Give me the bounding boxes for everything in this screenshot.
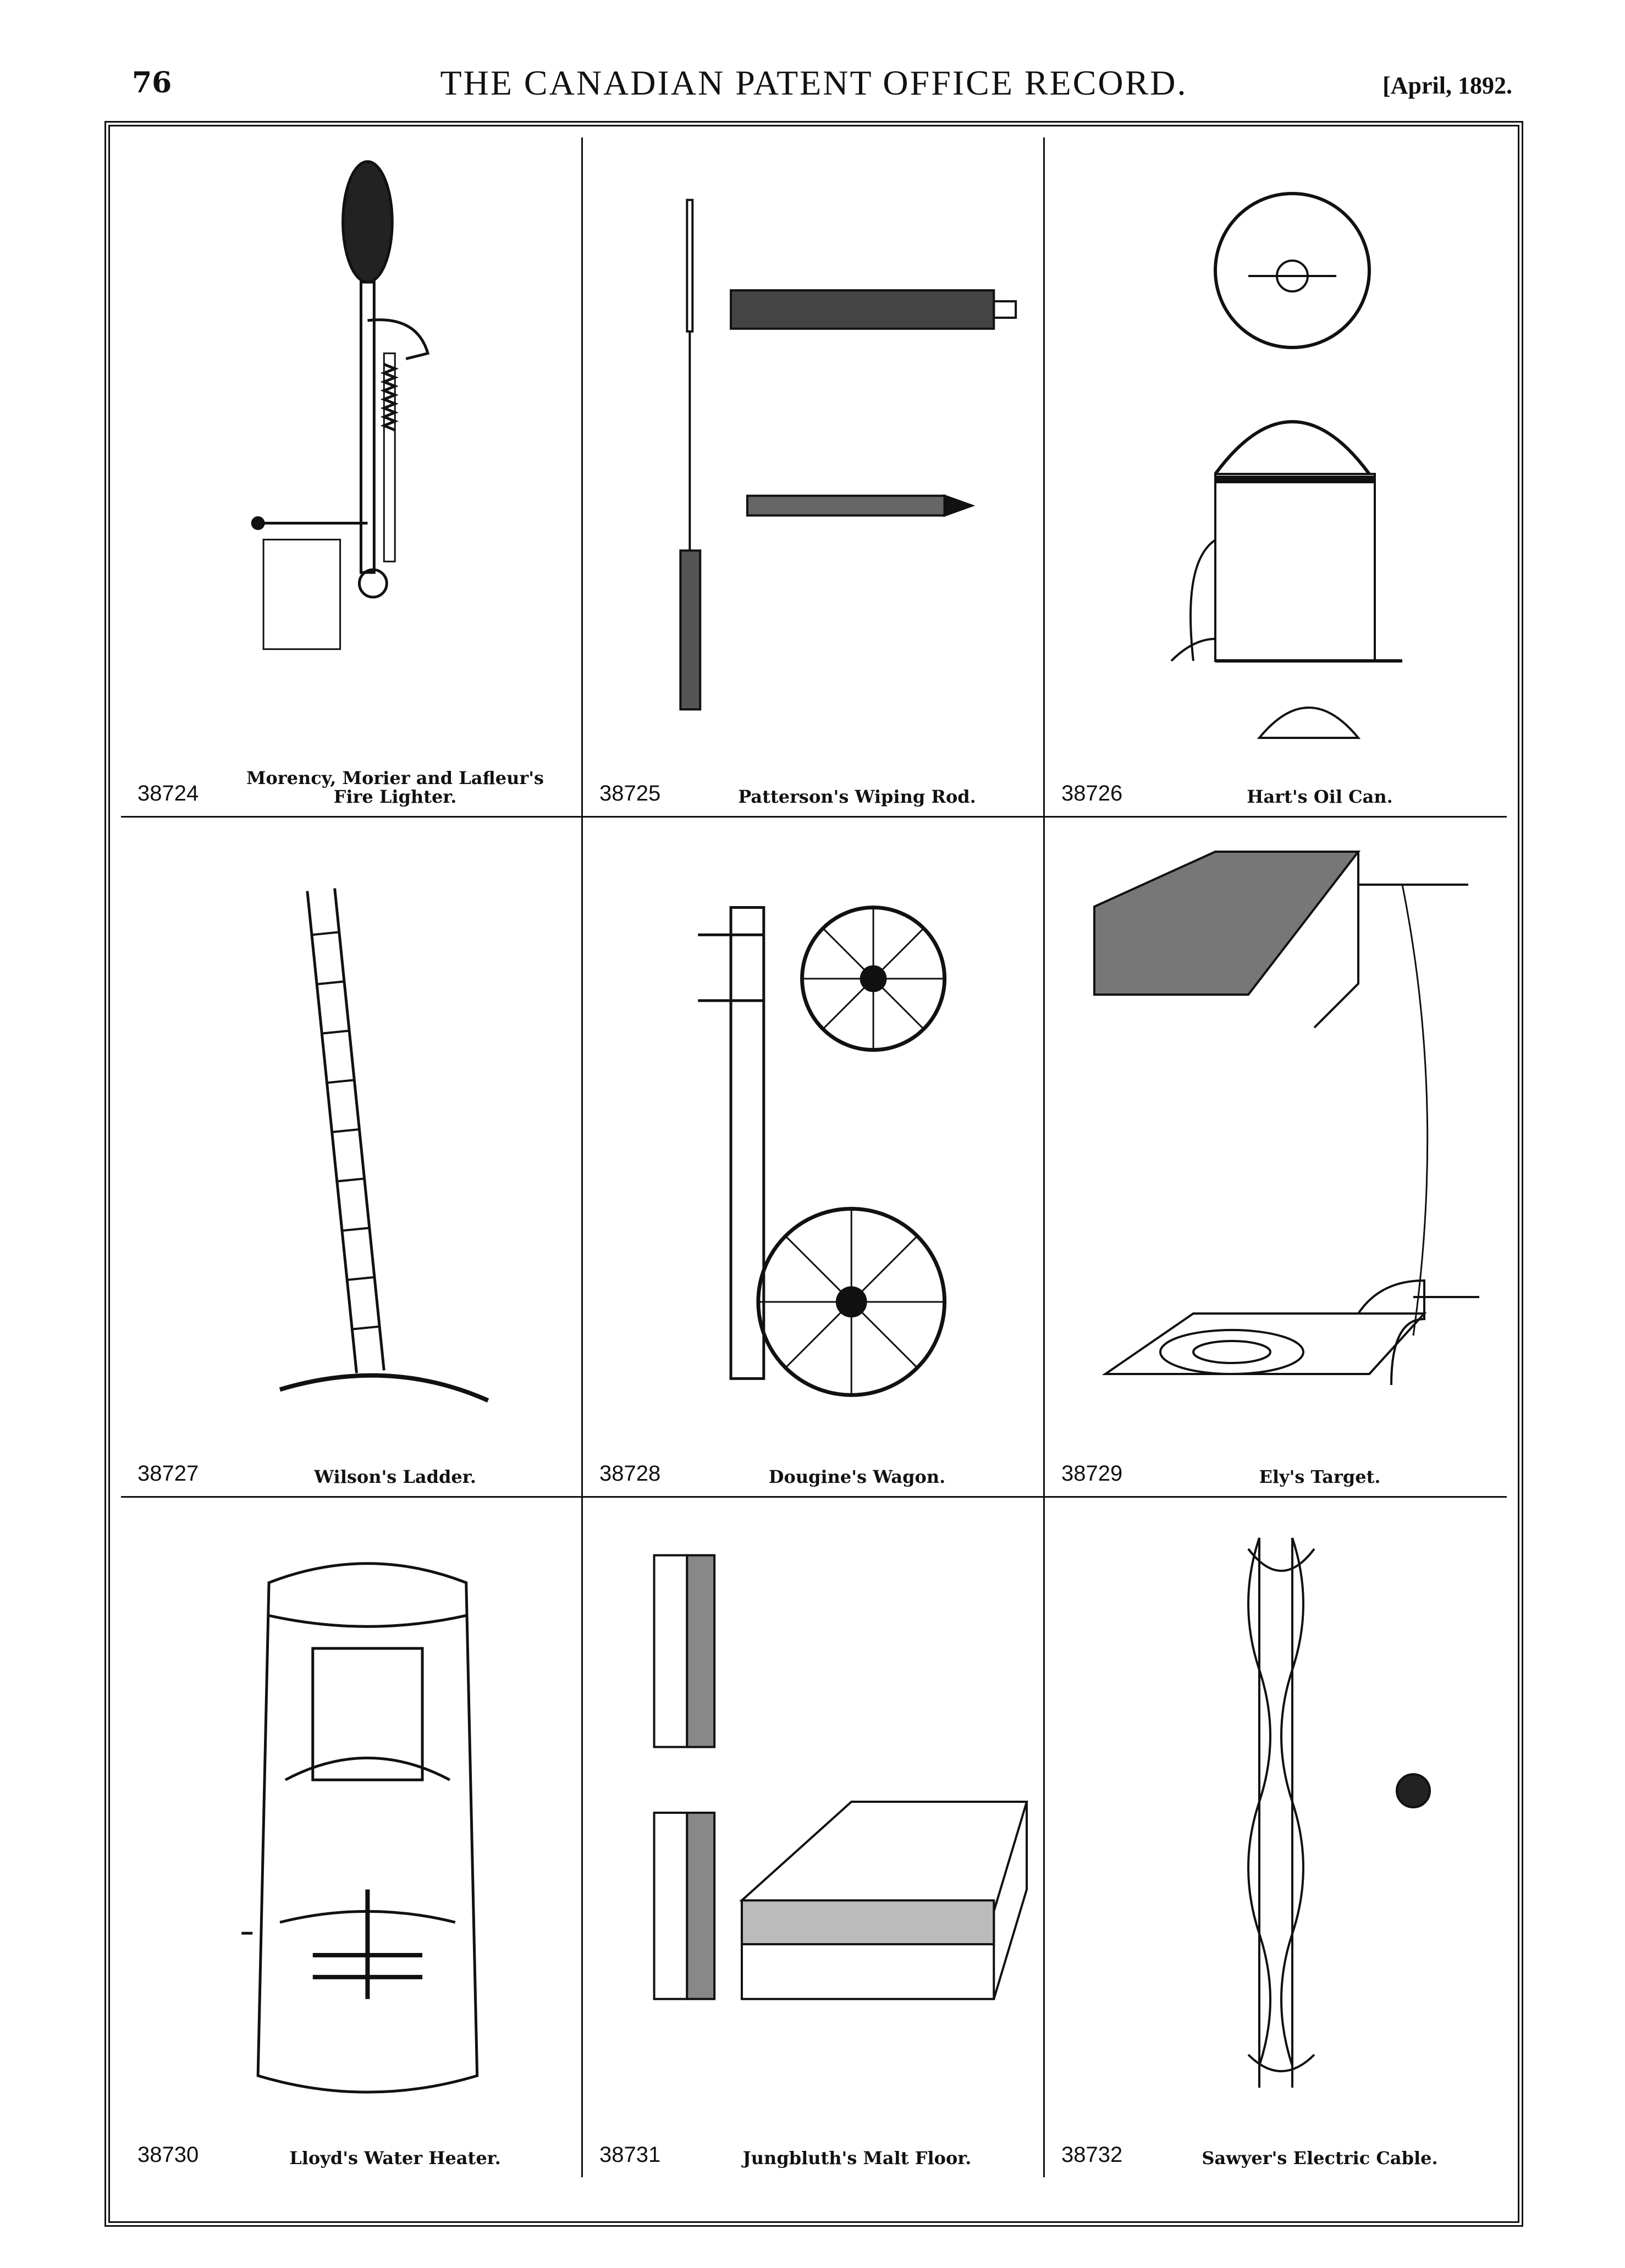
water-heater-drawing	[126, 1503, 576, 2117]
oil-can-drawing	[1050, 143, 1501, 755]
patent-caption: 38726 Hart's Oil Can.	[1056, 760, 1496, 809]
patent-title: Ely's Target.	[1259, 1466, 1381, 1487]
patent-grid: 38724 Morency, Morier and Lafleur's Fire…	[121, 137, 1507, 2210]
publication-title: THE CANADIAN PATENT OFFICE RECORD.	[440, 63, 1188, 102]
patent-number: 38731	[599, 2143, 661, 2167]
patent-title: Sawyer's Electric Cable.	[1202, 2148, 1438, 2168]
wiping-rod-drawing	[588, 143, 1038, 755]
patent-number: 38726	[1061, 781, 1123, 805]
patent-number: 38732	[1061, 2143, 1123, 2167]
patent-caption: 38728 Dougine's Wagon.	[594, 1440, 1032, 1489]
patent-title: Wilson's Ladder.	[314, 1466, 476, 1487]
patent-caption: 38731 Jungbluth's Malt Floor.	[594, 2121, 1032, 2171]
patent-cell-38726: 38726 Hart's Oil Can.	[1045, 137, 1507, 818]
patent-number: 38729	[1061, 1461, 1123, 1486]
patent-cell-38729: 38729 Ely's Target.	[1045, 818, 1507, 1498]
page-header: 76 THE CANADIAN PATENT OFFICE RECORD. [A…	[104, 60, 1523, 110]
patent-number: 38724	[137, 781, 199, 805]
wagon-drawing	[588, 823, 1038, 1436]
patent-number: 38727	[137, 1461, 199, 1486]
patent-cell-38728: 38728 Dougine's Wagon.	[583, 818, 1045, 1498]
patent-title: Hart's Oil Can.	[1247, 786, 1393, 807]
patent-cell-38732: 38732 Sawyer's Electric Cable.	[1045, 1498, 1507, 2177]
patent-cell-38724: 38724 Morency, Morier and Lafleur's Fire…	[121, 137, 583, 818]
patent-cell-38730: 38730 Lloyd's Water Heater.	[121, 1498, 583, 2177]
patent-title: Lloyd's Water Heater.	[289, 2148, 501, 2168]
patent-cell-38727: 38727 Wilson's Ladder.	[121, 818, 583, 1498]
patent-number: 38725	[599, 781, 661, 805]
patent-title: Jungbluth's Malt Floor.	[742, 2148, 972, 2168]
patent-cell-38725: 38725 Patterson's Wiping Rod.	[583, 137, 1045, 818]
patent-illustrations-frame: 38724 Morency, Morier and Lafleur's Fire…	[104, 121, 1523, 2227]
patent-caption: 38725 Patterson's Wiping Rod.	[594, 760, 1032, 809]
target-drawing	[1050, 823, 1501, 1436]
patent-caption: 38732 Sawyer's Electric Cable.	[1056, 2121, 1496, 2171]
page-number: 76	[132, 66, 172, 100]
issue-date: [April, 1892.	[1382, 72, 1512, 99]
patent-caption: 38730 Lloyd's Water Heater.	[132, 2121, 570, 2171]
patent-title: Patterson's Wiping Rod.	[738, 786, 976, 807]
electric-cable-drawing	[1050, 1503, 1501, 2117]
ladder-drawing	[126, 823, 576, 1436]
patent-number: 38728	[599, 1461, 661, 1486]
patent-number: 38730	[137, 2143, 199, 2167]
patent-caption: 38729 Ely's Target.	[1056, 1440, 1496, 1489]
patent-caption: 38724 Morency, Morier and Lafleur's Fire…	[132, 760, 570, 809]
patent-cell-38731: 38731 Jungbluth's Malt Floor.	[583, 1498, 1045, 2177]
patent-title: Morency, Morier and Lafleur's Fire Light…	[246, 768, 544, 807]
patent-title: Dougine's Wagon.	[768, 1466, 946, 1487]
fire-lighter-drawing	[126, 143, 576, 755]
patent-caption: 38727 Wilson's Ladder.	[132, 1440, 570, 1489]
malt-floor-drawing	[588, 1503, 1038, 2117]
